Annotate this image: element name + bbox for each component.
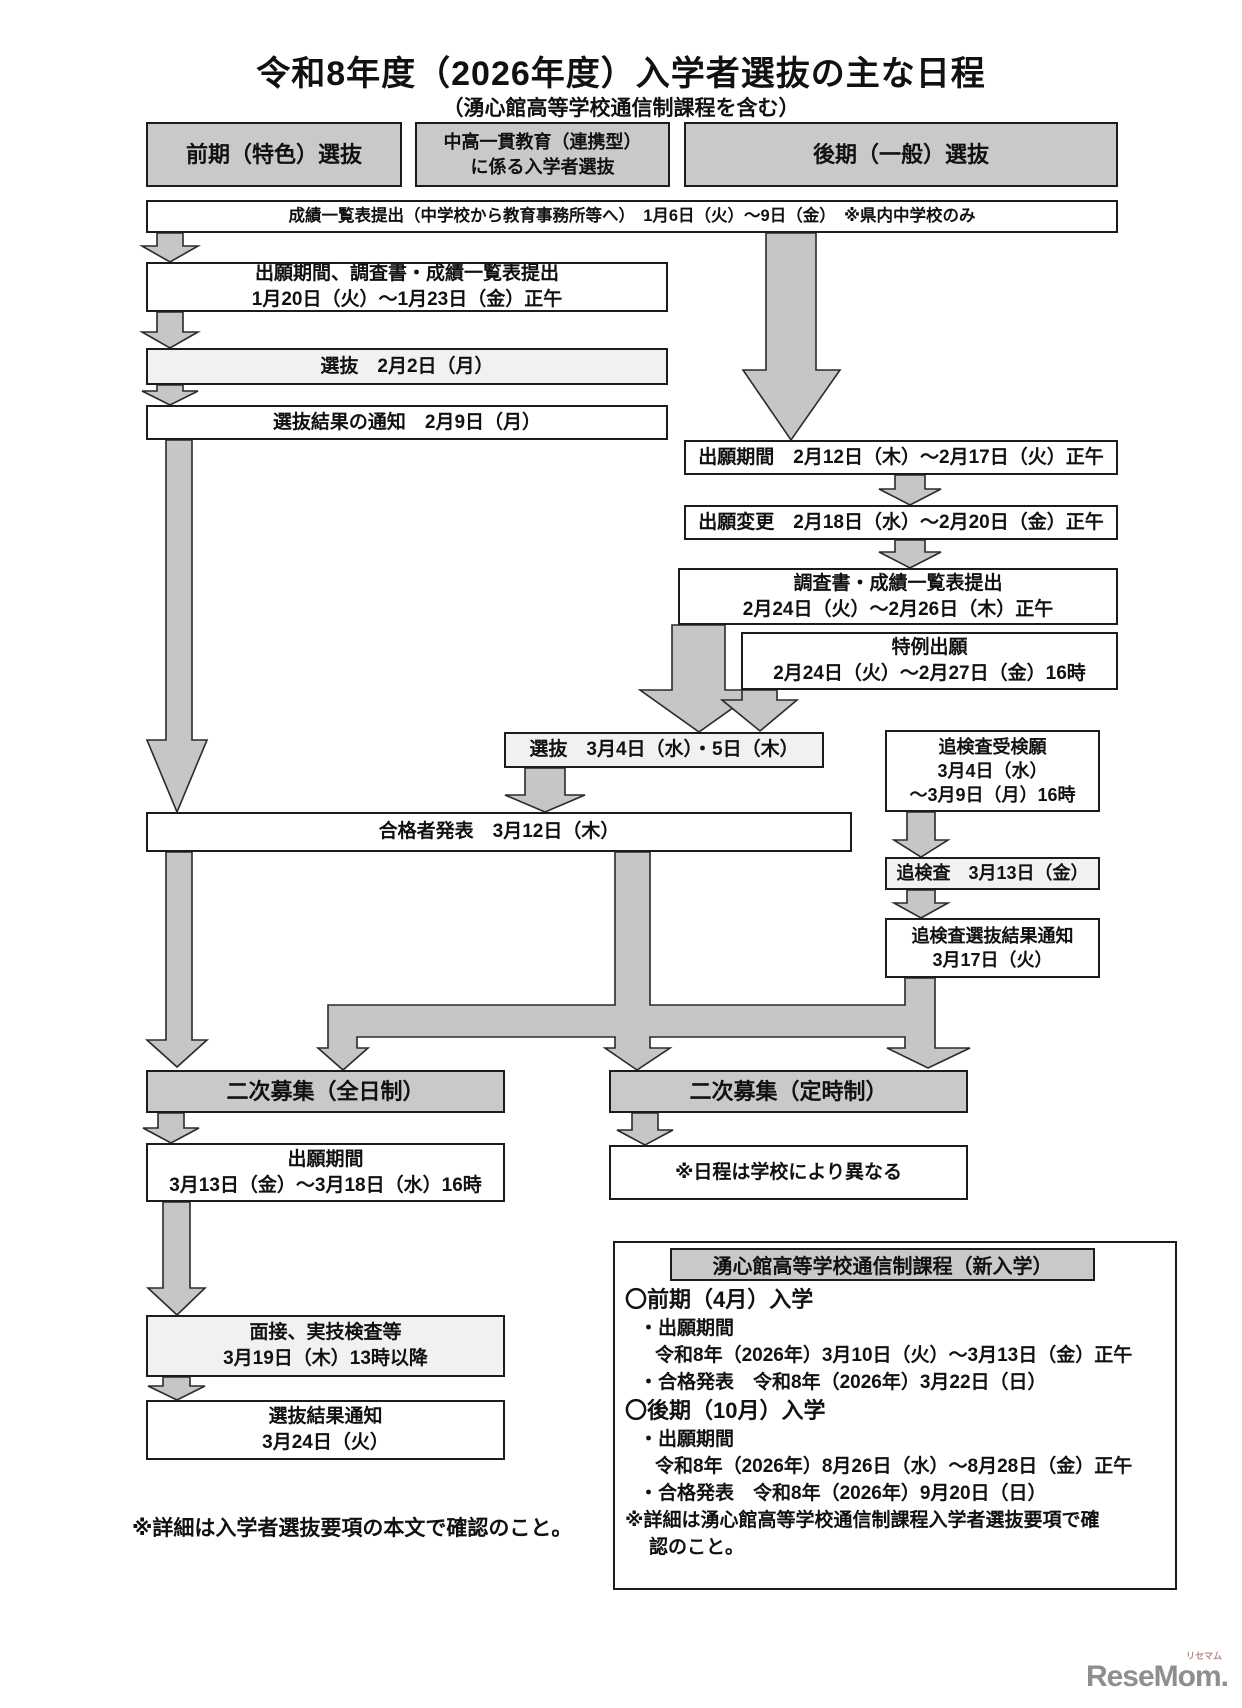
arrow-down-icon [719, 689, 800, 733]
step-zenki-shutsugan: 出願期間、調査書・成績一覧表提出 1月20日（火）～1月23日（金）正午 [146, 262, 668, 312]
tsushin-line: 〇後期（10月）入学 [625, 1398, 826, 1423]
step-koki-henko: 出願変更 2月18日（水）～2月20日（金）正午 [684, 505, 1118, 540]
tsushin-line: ・出願期間 [639, 1318, 735, 1339]
tsushin-line: 令和8年（2026年）8月26日（水）～8月28日（金）正午 [655, 1456, 1133, 1477]
arrow-down-icon [878, 474, 942, 506]
arrow-down-icon [741, 232, 842, 442]
tsushin-line: 令和8年（2026年）3月10日（火）～3月13日（金）正午 [655, 1345, 1133, 1366]
arrow-down-icon [144, 851, 210, 1069]
step-niji-kekka-tsuchi: 選抜結果通知 3月24日（火） [146, 1400, 505, 1460]
header-chuko-ikkan: 中高一貫教育（連携型） に係る入学者選抜 [415, 122, 670, 187]
arrow-down-icon [142, 1112, 200, 1144]
step-zenki-kekka-tsuchi: 選抜結果の通知 2月9日（月） [146, 405, 668, 440]
arrow-down-icon [504, 767, 586, 813]
tsushin-line: 認のこと。 [649, 1537, 745, 1558]
footnote-left: ※詳細は入学者選抜要項の本文で確認のこと。 [132, 1517, 573, 1540]
tsushinsei-panel-header: 湧心館高等学校通信制課程（新入学） [670, 1248, 1095, 1281]
tsushin-line: ・出願期間 [639, 1429, 735, 1450]
header-niji-teiji: 二次募集（定時制） [609, 1070, 968, 1113]
tsushinsei-panel-body: 〇前期（4月）入学 ・出願期間 令和8年（2026年）3月10日（火）～3月13… [625, 1285, 1165, 1561]
header-koki-senbatsu: 後期（一般）選抜 [684, 122, 1118, 187]
step-gokaku-happyo: 合格者発表 3月12日（木） [146, 812, 852, 852]
step-koki-senbatsu-exam: 選抜 3月4日（水）・5日（木） [504, 732, 824, 768]
tsushin-line: ・合格発表 令和8年（2026年）3月22日（日） [639, 1372, 1047, 1393]
tsushin-line: ※詳細は湧心館高等学校通信制課程入学者選抜要項で確 [625, 1510, 1100, 1531]
resemom-logo-text: ReseMom. [1085, 1660, 1229, 1693]
arrow-down-icon [145, 1201, 207, 1317]
arrow-down-icon [616, 1112, 674, 1146]
arrow-down-icon [878, 539, 942, 569]
arrow-down-icon [147, 1376, 206, 1401]
resemom-logo: リセマム ReseMom. [1085, 1651, 1229, 1693]
arrow-down-icon [138, 232, 202, 263]
tsushin-line: 〇前期（4月）入学 [625, 1287, 814, 1312]
header-zenki-senbatsu: 前期（特色）選抜 [146, 122, 402, 187]
step-tsuikensa: 追検査 3月13日（金） [885, 857, 1100, 890]
tsushinsei-panel: 湧心館高等学校通信制課程（新入学） 〇前期（4月）入学 ・出願期間 令和8年（2… [613, 1241, 1177, 1590]
resemom-logo-ruby: リセマム [1185, 1651, 1222, 1661]
step-tsuikensa-kekka: 追検査選抜結果通知 3月17日（火） [885, 918, 1100, 978]
page-subtitle: （湧心館高等学校通信制課程を含む） [442, 97, 800, 120]
arrow-down-icon [145, 439, 209, 815]
step-mensetsu-jitsugi: 面接、実技検査等 3月19日（木）13時以降 [146, 1315, 505, 1377]
step-tsuikensa-negai: 追検査受検願 3月4日（水） ～3月9日（月）16時 [885, 730, 1100, 812]
tsushin-line: ・合格発表 令和8年（2026年）9月20日（日） [639, 1483, 1047, 1504]
header-niji-zennichi: 二次募集（全日制） [146, 1070, 505, 1113]
step-niji-shutsugan: 出願期間 3月13日（金）～3月18日（水）16時 [146, 1143, 505, 1202]
arrow-down-icon [891, 811, 951, 858]
note-teiji-schedule: ※日程は学校により異なる [609, 1145, 968, 1200]
step-zenki-senbatsu: 選抜 2月2日（月） [146, 348, 668, 385]
arrow-down-icon [890, 889, 952, 919]
step-koki-shutsugan: 出願期間 2月12日（木）～2月17日（火）正午 [684, 440, 1118, 475]
merge-band-arrows [315, 851, 971, 1072]
step-tokurei-shutsugan: 特例出願 2月24日（火）～2月27日（金）16時 [741, 632, 1118, 690]
arrow-down-icon [141, 384, 199, 406]
step-koki-chosasho: 調査書・成績一覧表提出 2月24日（火）～2月26日（木）正午 [678, 568, 1118, 625]
page-title: 令和8年度（2026年度）入学者選抜の主な日程 [256, 55, 986, 93]
arrow-down-icon [138, 311, 202, 349]
step-seiseki-ichiran: 成績一覧表提出（中学校から教育事務所等へ） 1月6日（火）～9日（金） ※県内中… [146, 200, 1118, 233]
